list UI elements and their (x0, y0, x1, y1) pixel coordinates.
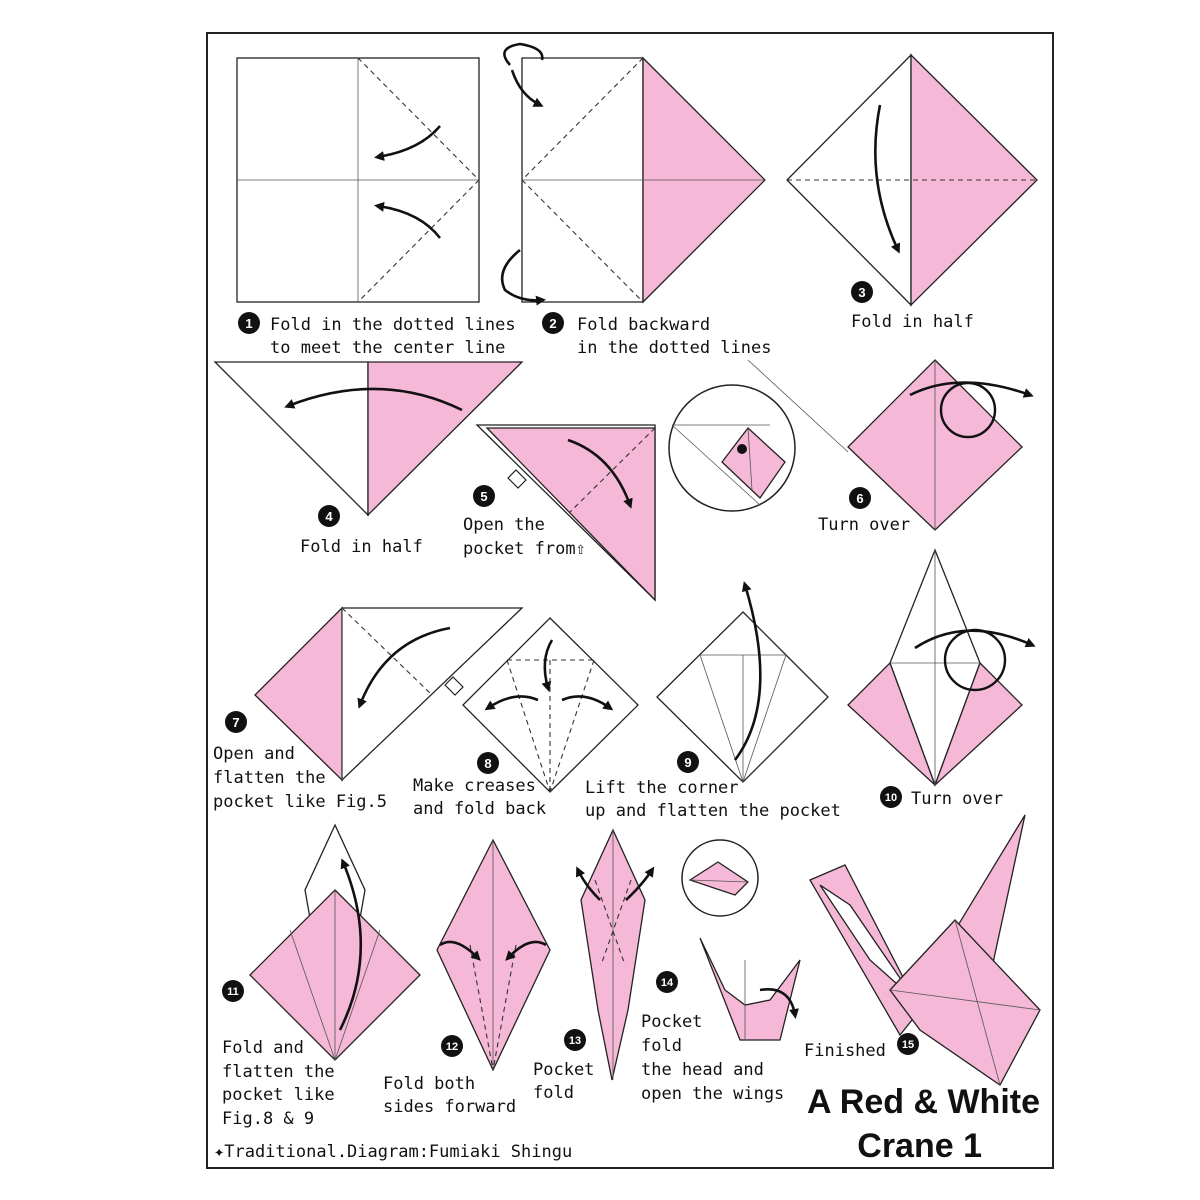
step-2-label-line-2: in the dotted lines (577, 338, 771, 358)
svg-text:13: 13 (569, 1035, 581, 1047)
step-2-label-line-1: Fold backward (577, 315, 710, 335)
diagram-title-line-1: A Red & White (807, 1083, 1040, 1121)
svg-text:12: 12 (446, 1041, 458, 1053)
step-1-figure (236, 57, 480, 303)
step-13-figure (576, 828, 655, 1081)
step-2-number-badge: 2 (542, 312, 564, 334)
step-11-label-line-4: Fig.8 & 9 (222, 1109, 314, 1129)
svg-text:4: 4 (325, 509, 333, 524)
svg-text:10: 10 (885, 792, 897, 804)
step-5-figure (475, 424, 656, 602)
step-13-label-line-2: fold (533, 1083, 574, 1103)
step-6-label: Turn over (818, 515, 910, 535)
svg-text:1: 1 (245, 316, 252, 331)
step-12-label-line-2: sides forward (383, 1097, 516, 1117)
svg-text:8: 8 (484, 756, 491, 771)
step-14-number-badge: 14 (656, 971, 678, 993)
step-9-label-line-2: up and flatten the pocket (585, 801, 841, 821)
step-4-figure (213, 361, 524, 517)
step-12-number-badge: 12 (441, 1035, 463, 1057)
step-11-label-line-1: Fold and (222, 1038, 304, 1058)
svg-text:3: 3 (858, 285, 865, 300)
diagram-title-line-2: Crane 1 (857, 1127, 982, 1165)
step-13-label-line-1: Pocket (533, 1060, 594, 1080)
diagram-credit: ✦Traditional.Diagram:Fumiaki Shingu (214, 1142, 572, 1162)
step-14-label-line-4: open the wings (641, 1084, 784, 1104)
step-14-label-line-1: Pocket (641, 1012, 702, 1032)
step-8-number-badge: 8 (477, 752, 499, 774)
step-8-label-line-1: Make creases (413, 776, 536, 796)
step-8-figure (462, 617, 639, 793)
step-4-number-badge: 4 (318, 505, 340, 527)
step-4-label: Fold in half (300, 537, 423, 557)
step-7-number-badge: 7 (225, 711, 247, 733)
step-10-figure (847, 548, 1036, 787)
finished-crane-figure (809, 814, 1041, 1086)
step-3-number-badge: 3 (851, 281, 873, 303)
step-11-label-line-3: pocket like (222, 1085, 335, 1105)
step-7-label-line-1: Open and (213, 744, 295, 764)
step-7-label-line-3: pocket like Fig.5 (213, 792, 387, 812)
step-15-number-badge: 15 (897, 1033, 919, 1055)
step-15-label: Finished (804, 1041, 886, 1061)
step-12-label-line-1: Fold both (383, 1074, 475, 1094)
step-1-label-line-2: to meet the center line (270, 338, 505, 358)
svg-text:7: 7 (232, 715, 239, 730)
step-7-figure (254, 606, 524, 782)
svg-text:11: 11 (227, 986, 239, 998)
step-14-label-line-3: the head and (641, 1060, 764, 1080)
step-9-number-badge: 9 (677, 751, 699, 773)
step-11-label-line-2: flatten the (222, 1062, 335, 1082)
step-11-figure (249, 823, 421, 1061)
svg-text:2: 2 (549, 316, 556, 331)
svg-text:15: 15 (902, 1039, 914, 1051)
step-9-figure (656, 581, 829, 783)
step-10-label: Turn over (911, 789, 1003, 809)
step-3-label: Fold in half (851, 312, 974, 332)
step-6-number-badge: 6 (849, 487, 871, 509)
step-8-label-line-2: and fold back (413, 799, 546, 819)
step-3-figure (786, 53, 1038, 307)
svg-text:5: 5 (480, 489, 487, 504)
step-5-label-line-1: Open the (463, 515, 545, 535)
step-1-number-badge: 1 (238, 312, 260, 334)
step-13-number-badge: 13 (564, 1029, 586, 1051)
step-6-figure (747, 359, 1034, 531)
step-7-label-line-2: flatten the (213, 768, 326, 788)
svg-text:14: 14 (661, 977, 674, 989)
step-1-label-line-1: Fold in the dotted lines (270, 315, 516, 335)
step-14-figure (681, 839, 801, 1041)
step-5-label-line-2: pocket from⇧ (463, 539, 586, 559)
step-9-label-line-1: Lift the corner (585, 778, 739, 798)
step-12-figure (436, 838, 551, 1072)
step-11-number-badge: 11 (222, 980, 244, 1002)
step-10-number-badge: 10 (880, 786, 902, 808)
svg-text:9: 9 (684, 755, 691, 770)
flatten-inset-figure (668, 384, 796, 512)
step-14-label-line-2: fold (641, 1036, 682, 1056)
step-5-number-badge: 5 (473, 485, 495, 507)
svg-text:6: 6 (856, 491, 863, 506)
step-2-figure (500, 42, 766, 306)
